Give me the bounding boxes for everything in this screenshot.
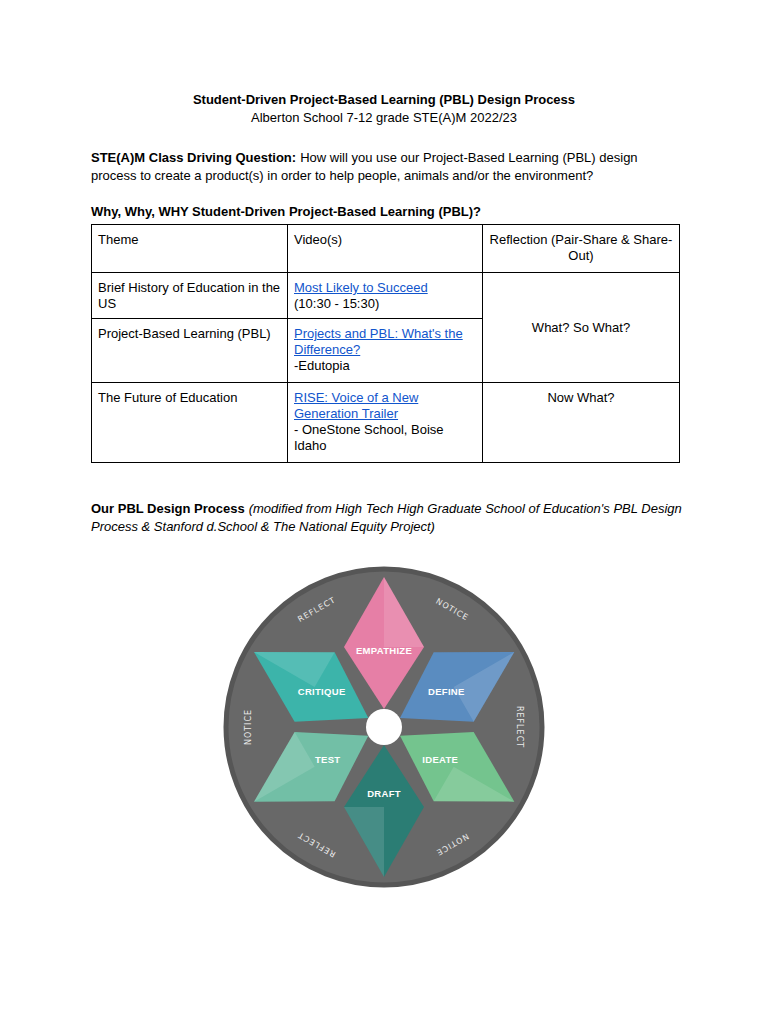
video-link: Projects and PBL: What's the Difference? bbox=[294, 326, 476, 358]
subtitle-area: Alberton School 7-12 grade STE(A)M 2022/… bbox=[0, 110, 768, 126]
diamond-facet bbox=[254, 732, 315, 802]
ring-label: REFLECT bbox=[296, 595, 338, 625]
diamond-shape bbox=[254, 732, 368, 802]
table-header: Theme bbox=[98, 232, 281, 248]
process-diamond: TEST bbox=[254, 732, 368, 802]
ring-label: NOTICE bbox=[433, 597, 469, 624]
table-cell: Theme bbox=[92, 225, 288, 273]
diamond-shape bbox=[344, 577, 424, 709]
step-label: EMPATHIZE bbox=[356, 645, 412, 656]
diamond-facet bbox=[384, 577, 424, 647]
diamond-facet bbox=[254, 652, 335, 687]
reflection-cell: Now What? bbox=[489, 390, 673, 406]
video-link: RISE: Voice of a New Generation Trailer bbox=[294, 390, 476, 422]
table-cell: RISE: Voice of a New Generation Trailer-… bbox=[288, 383, 483, 463]
table-cell: Video(s) bbox=[288, 225, 483, 273]
section-area: Our PBL Design Process(modified from Hig… bbox=[91, 500, 685, 536]
diamond-shape bbox=[344, 745, 424, 877]
process-diamond: DRAFT bbox=[344, 745, 424, 877]
step-label: DRAFT bbox=[367, 788, 401, 799]
diamond-outline bbox=[344, 745, 424, 877]
table-cell: Now What? bbox=[483, 383, 680, 463]
diamond-outline bbox=[254, 732, 368, 802]
diamond-shape bbox=[254, 652, 368, 722]
step-label: CRITIQUE bbox=[298, 686, 346, 697]
diamond-shape bbox=[400, 652, 514, 722]
title-area: Student-Driven Project-Based Learning (P… bbox=[0, 92, 768, 108]
video-source: -Edutopia bbox=[294, 358, 476, 374]
table-cell: What? So What? bbox=[483, 273, 680, 383]
wheel-hub bbox=[366, 709, 402, 745]
theme-cell: Brief History of Education in the US bbox=[98, 280, 281, 312]
table-cell: Reflection (Pair-Share & Share-Out) bbox=[483, 225, 680, 273]
section-heading: Our PBL Design Process bbox=[91, 501, 245, 516]
subtitle: Alberton School 7-12 grade STE(A)M 2022/… bbox=[0, 110, 768, 126]
question-label: STE(A)M Class Driving Question: bbox=[91, 150, 296, 165]
ring-label: NOTICE bbox=[433, 831, 469, 858]
process-diamond: IDEATE bbox=[400, 732, 514, 802]
diamond-facet bbox=[344, 807, 384, 877]
table-cell: Project-Based Learning (PBL) bbox=[92, 319, 288, 383]
step-label: DEFINE bbox=[428, 686, 465, 697]
section-heading: Why, Why, WHY Student-Driven Project-Bas… bbox=[91, 203, 685, 221]
theme-cell: Project-Based Learning (PBL) bbox=[98, 326, 281, 342]
table-cell: Projects and PBL: What's the Difference?… bbox=[288, 319, 483, 383]
table-cell: Brief History of Education in the US bbox=[92, 273, 288, 319]
process-diamond: DEFINE bbox=[400, 652, 514, 722]
ring-label: REFLECT bbox=[296, 829, 338, 859]
step-label: IDEATE bbox=[422, 754, 458, 765]
table-cell: The Future of Education bbox=[92, 383, 288, 463]
page-title: Student-Driven Project-Based Learning (P… bbox=[0, 92, 768, 108]
table-header: Video(s) bbox=[294, 232, 476, 248]
video-time: (10:30 - 15:30) bbox=[294, 296, 476, 312]
video-table: Theme Video(s) Reflection (Pair-Share & … bbox=[91, 224, 680, 463]
theme-cell: The Future of Education bbox=[98, 390, 281, 406]
diamond-shape bbox=[400, 732, 514, 802]
diamond-outline bbox=[400, 732, 514, 802]
video-link: Most Likely to Succeed bbox=[294, 280, 476, 296]
question-area: STE(A)M Class Driving Question:How will … bbox=[91, 149, 685, 185]
ring-label: NOTICE bbox=[244, 709, 254, 745]
reflection-cell: What? So What? bbox=[489, 320, 673, 336]
process-diamond: EMPATHIZE bbox=[344, 577, 424, 709]
wheel-ring bbox=[226, 569, 542, 885]
video-source: - OneStone School, Boise Idaho bbox=[294, 422, 476, 454]
table-header: Reflection (Pair-Share & Share-Out) bbox=[489, 232, 673, 264]
process-diamond: CRITIQUE bbox=[254, 652, 368, 722]
heading-area: Why, Why, WHY Student-Driven Project-Bas… bbox=[91, 203, 685, 221]
step-label: TEST bbox=[315, 754, 340, 765]
diamond-outline bbox=[344, 577, 424, 709]
table-cell: Most Likely to Succeed(10:30 - 15:30) bbox=[288, 273, 483, 319]
ring-label: REFLECT bbox=[514, 706, 524, 748]
diamond-facet bbox=[433, 767, 514, 802]
